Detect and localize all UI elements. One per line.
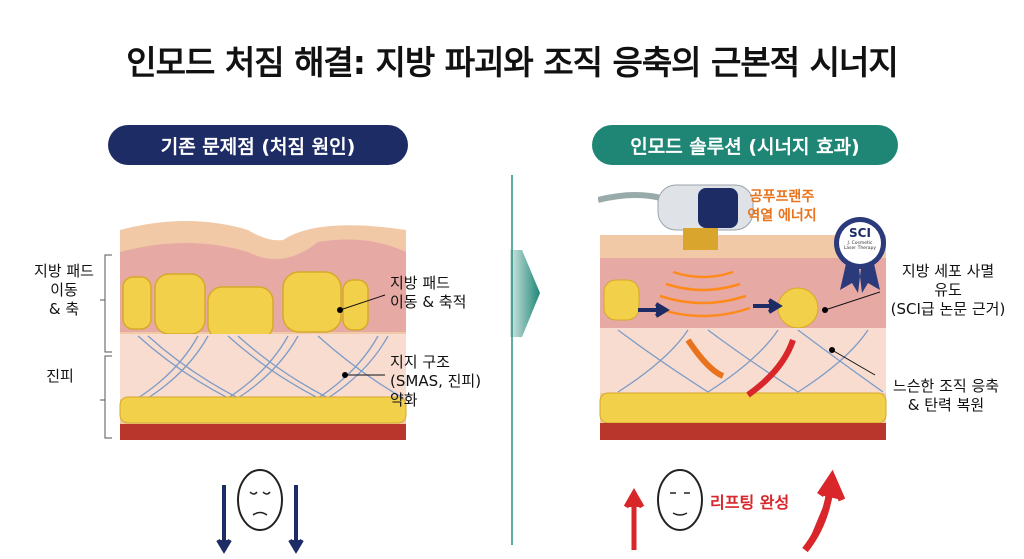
callout-tissue-tightening: 느슨한 조직 응축 & 탄력 복원 [892,377,1000,414]
right-panel-header: 인모드 솔루션 (시너지 효과) [592,125,898,165]
sagging-face-icon [216,469,304,554]
left-leader-lines [100,254,386,439]
page-title: 인모드 처짐 해결: 지방 파괴와 조직 응축의 근본적 시너지 [126,43,898,82]
right-skin-diagram [598,184,887,440]
result-label: 리프팅 완성 [710,493,790,512]
bracket-label-dermis: 진피 [46,367,74,385]
lifted-face-icon [623,469,846,553]
divider-arrow [510,175,540,545]
callout-fat-pad-migration: 지방 패드 이동 & 축적 [390,274,467,311]
badge-title: SCI [849,226,871,240]
sci-badge-icon [834,217,886,293]
right-leader-lines [822,291,880,376]
bracket-label-fat-pad: 지방 패드 이동 & 축 [34,262,94,318]
left-panel-header: 기존 문제점 (처짐 원인) [108,125,408,165]
callout-support-weakening: 지지 구조 (SMAS, 진피) 약화 [390,353,482,409]
badge-subtitle: J. Cosmetic Laser Therapy [843,241,877,251]
callout-fat-cell-apoptosis: 지방 세포 사멸 유도 (SCI급 논문 근거) [890,262,1006,318]
energy-label: 공푸프랜주 역열 에너지 [747,189,817,224]
left-skin-diagram [119,221,407,440]
